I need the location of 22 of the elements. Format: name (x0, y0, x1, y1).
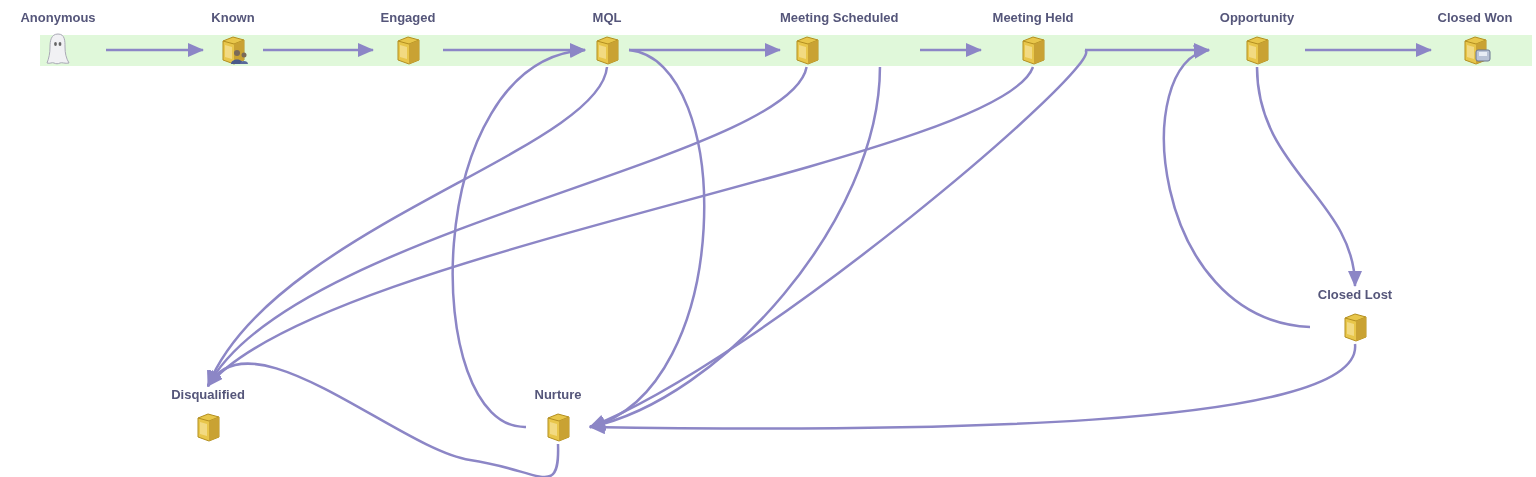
stage-label: Meeting Held (992, 9, 1074, 27)
stage-label: Anonymous (20, 9, 96, 27)
arrow (920, 43, 982, 57)
stage-label: Meeting Scheduled (780, 9, 899, 27)
stage-label: Known (211, 9, 255, 27)
arrow (263, 43, 374, 57)
arrow (207, 66, 1034, 387)
stage-label: Closed Lost (1317, 286, 1393, 304)
arrow (207, 362, 560, 477)
arrow (589, 49, 1087, 429)
stage-label: Closed Won (1437, 9, 1513, 27)
arrow (589, 343, 1357, 435)
arrow (1255, 66, 1361, 287)
arrow (106, 43, 204, 57)
arrow (1163, 48, 1311, 329)
arrow (451, 46, 586, 429)
stage-label: MQL (592, 9, 622, 27)
stage-label: Nurture (534, 386, 582, 404)
stage-label: Opportunity (1219, 9, 1295, 27)
stage-label: Disqualified (171, 386, 245, 404)
stage-label: Engaged (380, 9, 436, 27)
arrow (1305, 43, 1432, 57)
